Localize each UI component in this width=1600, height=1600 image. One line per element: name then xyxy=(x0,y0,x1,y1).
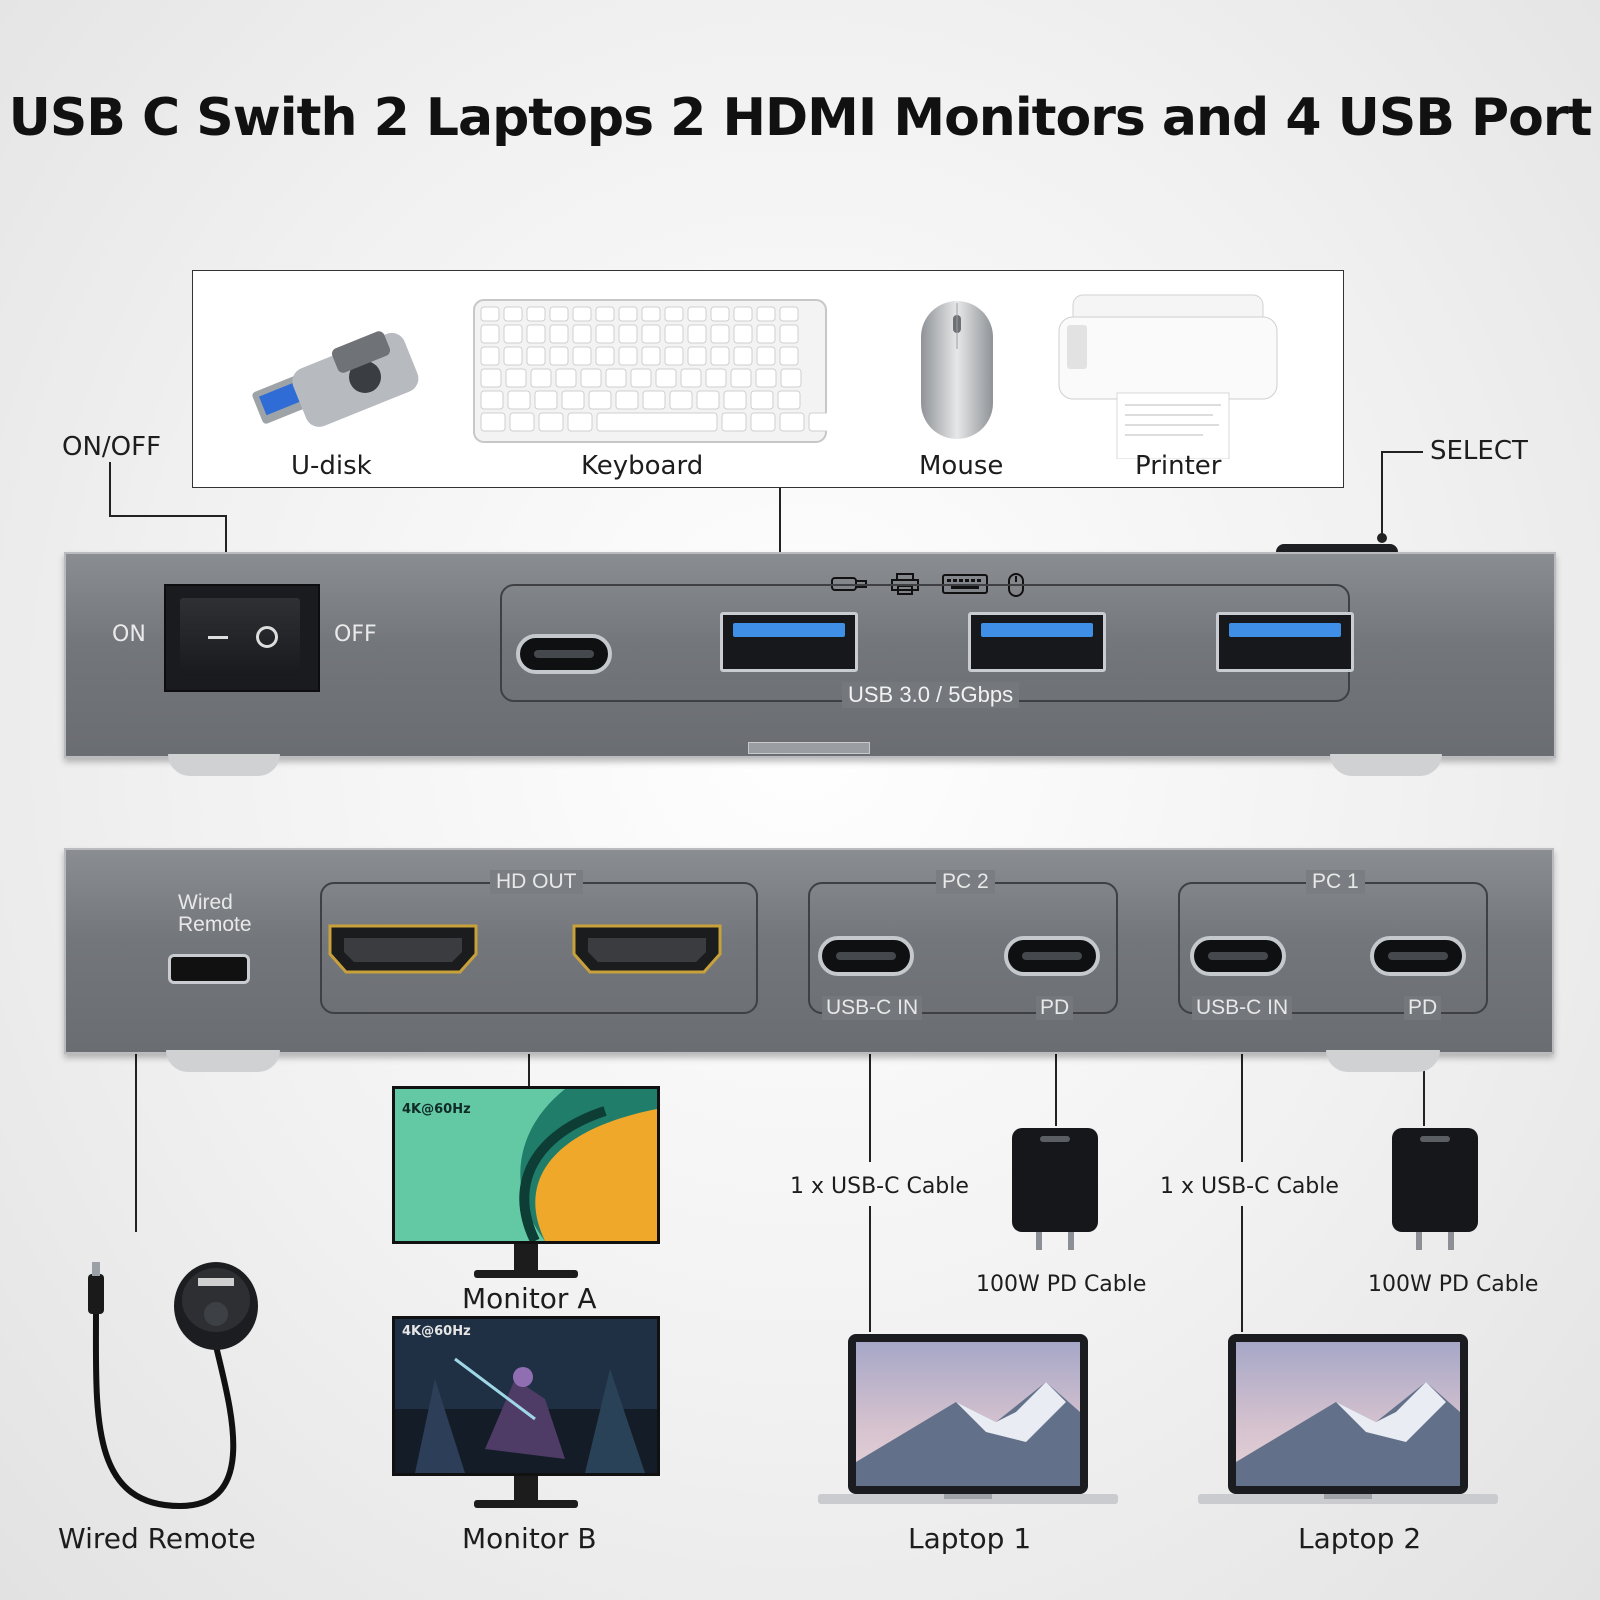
monitor-a-base xyxy=(474,1270,578,1278)
foot-front-right xyxy=(1330,754,1442,776)
pc2-usbc-in-label: USB-C IN xyxy=(822,996,923,1020)
pc2-charger-icon xyxy=(1012,1128,1098,1250)
pc2-usbc-cable-label: 1 x USB-C Cable xyxy=(790,1174,969,1199)
wired-remote-label: Wired Remote xyxy=(58,1522,256,1555)
monitor-b: 4K@60Hz xyxy=(392,1316,660,1476)
pc2-pd-label: PD xyxy=(1036,996,1074,1020)
foot-rear-left xyxy=(166,1050,280,1072)
pc1-usb-c-in-port[interactable] xyxy=(1190,936,1286,976)
monitor-a-resolution: 4K@60Hz xyxy=(402,1102,471,1117)
laptop-1 xyxy=(818,1334,1118,1504)
hdmi-port-1[interactable] xyxy=(328,924,478,974)
monitor-a-label: Monitor A xyxy=(462,1282,597,1315)
pc1-pd-label: PD xyxy=(1404,996,1442,1020)
pc1-pd-cable-label: 100W PD Cable xyxy=(1368,1272,1539,1297)
power-on-mark xyxy=(208,636,228,639)
usb-drive-icon xyxy=(245,319,425,433)
power-switch[interactable] xyxy=(164,584,320,692)
hd-out-label: HD OUT xyxy=(490,870,583,894)
wired-remote-port-label: Wired Remote xyxy=(178,892,252,936)
peripheral-label-printer: Printer xyxy=(1135,451,1222,481)
micro-usb-remote-port[interactable] xyxy=(168,954,250,984)
monitor-a: 4K@60Hz xyxy=(392,1086,660,1244)
pc2-pd-cable-label: 100W PD Cable xyxy=(976,1272,1147,1297)
monitor-b-wallpaper xyxy=(395,1319,657,1473)
pc2-usb-c-in-port[interactable] xyxy=(818,936,914,976)
page-title: USB C Swith 2 Laptops 2 HDMI Monitors an… xyxy=(8,88,1593,148)
monitor-b-base xyxy=(474,1500,578,1508)
foot-rear-right xyxy=(1326,1050,1440,1072)
pc1-usbc-cable-label: 1 x USB-C Cable xyxy=(1160,1174,1339,1199)
pc2-label: PC 2 xyxy=(936,870,995,894)
wired-remote-label-line1: Wired xyxy=(178,891,233,914)
peripherals-box: U-disk Keyboard Mouse Printer xyxy=(192,270,1344,488)
pc2-pd-port[interactable] xyxy=(1004,936,1100,976)
front-panel: ON OFF USB 3.0 / 5Gbps xyxy=(64,552,1556,758)
select-button[interactable] xyxy=(1276,544,1398,554)
off-label: OFF xyxy=(334,622,377,647)
usb-speed-label: USB 3.0 / 5Gbps xyxy=(842,682,1020,708)
bottom-tab xyxy=(748,742,870,754)
pc1-pd-port[interactable] xyxy=(1370,936,1466,976)
keyboard-icon xyxy=(473,299,834,447)
laptop-1-label: Laptop 1 xyxy=(908,1522,1032,1555)
pc1-label: PC 1 xyxy=(1306,870,1365,894)
pc1-charger-icon xyxy=(1392,1128,1478,1250)
monitor-b-neck xyxy=(514,1476,538,1502)
printer-icon xyxy=(1053,289,1283,463)
usb-a-port-1[interactable] xyxy=(720,612,858,672)
monitor-a-neck xyxy=(514,1244,538,1272)
wired-remote-label-line2: Remote xyxy=(178,913,252,936)
peripheral-label-mouse: Mouse xyxy=(919,451,1004,481)
laptop-2-label: Laptop 2 xyxy=(1298,1522,1422,1555)
rear-panel: Wired Remote HD OUT PC 2 USB-C IN PD PC … xyxy=(64,848,1554,1054)
pc1-usbc-in-label: USB-C IN xyxy=(1192,996,1293,1020)
peripheral-label-keyboard: Keyboard xyxy=(581,451,704,481)
hdmi-port-2[interactable] xyxy=(572,924,722,974)
foot-front-left xyxy=(168,754,280,776)
laptop-2 xyxy=(1198,1334,1498,1504)
wired-remote-device xyxy=(88,1262,258,1510)
usb-a-port-3[interactable] xyxy=(1216,612,1354,672)
on-off-callout: ON/OFF xyxy=(62,432,162,462)
mouse-icon xyxy=(917,299,997,445)
monitor-a-wallpaper xyxy=(395,1089,657,1244)
monitor-b-resolution: 4K@60Hz xyxy=(402,1324,471,1339)
on-label: ON xyxy=(112,622,146,647)
monitor-b-label: Monitor B xyxy=(462,1522,597,1555)
usb-a-port-2[interactable] xyxy=(968,612,1106,672)
select-callout: SELECT xyxy=(1430,436,1528,466)
front-usb-c-port[interactable] xyxy=(516,634,612,674)
peripheral-label-udisk: U-disk xyxy=(291,451,372,481)
power-off-mark xyxy=(256,626,278,648)
